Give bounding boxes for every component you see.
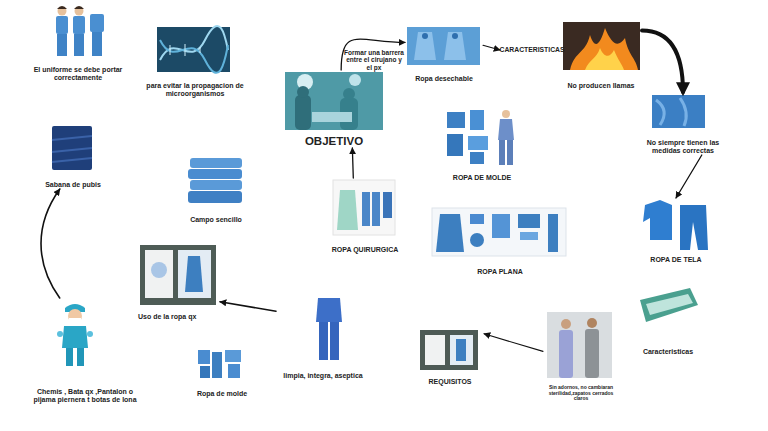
caption-node: CARACTERISTICAS (500, 43, 564, 57)
caption-node: ROPA QUIRURGICA (326, 178, 404, 254)
caption-node: REQUISITOS (416, 328, 484, 386)
node-caption: No siempre tienen las medidas correctas (636, 139, 730, 155)
node-caption: limpia, integra, aseptica (283, 372, 362, 380)
flow-arrow (41, 189, 60, 298)
caption-node: limpia, integra, aseptica (276, 294, 370, 380)
node-caption: ROPA PLANA (477, 268, 523, 276)
node-caption: Sabana de pubis (45, 181, 101, 189)
scrubs-figure (316, 298, 342, 360)
node-caption: ROPA DE TELA (650, 256, 701, 264)
caption-node: El uniforme se debe portar correctamente (28, 4, 128, 82)
node-caption: No producen llamas (568, 82, 635, 90)
caption-node: Ropa de molde (192, 346, 252, 398)
node-caption: para evitar la propagacion de microorgan… (146, 82, 244, 98)
node-caption: Uso de la ropa qx (138, 313, 196, 321)
node-caption: Ropa de molde (197, 390, 247, 398)
node-caption: OBJETIVO (305, 135, 363, 148)
node-caption: El uniforme se debe portar correctamente (28, 66, 128, 82)
flow-arrow (220, 302, 276, 311)
node-caption: Ropa desechable (415, 75, 473, 83)
caption-node: Sabana de pubis (40, 122, 106, 189)
dna-image (157, 26, 230, 73)
caption-node: Chemis , Bata qx ,Pantalon o pijama pier… (30, 298, 140, 404)
flow-arrow (642, 31, 683, 93)
flow-arrow (676, 155, 702, 198)
surgery-photo (285, 72, 383, 130)
caption-node: ROPA DE MOLDE (440, 106, 524, 182)
flow-arrow (352, 148, 354, 178)
node-caption: ROPA QUIRURGICA (332, 246, 399, 254)
flat-clothes (432, 208, 566, 256)
flow-arrow (484, 334, 543, 352)
caption-node: ROPA DE TELA (638, 198, 714, 264)
caption-node: Sin adornos, no cambiaran sterilidad,zap… (543, 310, 619, 402)
caption-node: No siempre tienen las medidas correctas (636, 92, 730, 155)
fire-image (563, 22, 640, 70)
node-caption: Sin adornos, no cambiaran sterilidad,zap… (543, 385, 619, 402)
caption-node: Campo sencillo (182, 150, 250, 224)
cloth-scrubs (643, 200, 708, 250)
caption-node: No producen llamas (560, 20, 642, 90)
caption-node: para evitar la propagacion de microorgan… (146, 26, 244, 98)
molded-clothes-small (198, 350, 241, 378)
disposable-gowns (407, 27, 480, 65)
surgical-clothes (333, 180, 395, 235)
uniform-figures (56, 6, 104, 56)
node-caption: CARACTERISTICAS (500, 46, 565, 54)
caption-node: Caracteristicas (632, 283, 704, 356)
node-caption: ROPA DE MOLDE (453, 174, 511, 182)
edge-label: Formar una barrera entre el cirujano y e… (344, 49, 404, 71)
pubis-sheet (52, 126, 92, 170)
drape-image (640, 288, 698, 322)
node-caption: Caracteristicas (643, 348, 693, 356)
fabric-image (652, 95, 705, 128)
usage-image (140, 245, 216, 305)
node-caption: REQUISITOS (428, 378, 471, 386)
folded-towels (188, 158, 242, 203)
node-caption: Campo sencillo (190, 216, 242, 224)
surgeon-figure (57, 304, 93, 366)
flow-arrow (483, 45, 500, 50)
molded-clothes (447, 110, 514, 165)
caption-node: OBJETIVO (283, 70, 385, 148)
requirements-image (420, 330, 478, 370)
caption-node: ROPA PLANA (430, 206, 570, 276)
caption-node: Ropa desechable (405, 25, 483, 83)
caption-node: Uso de la ropa qx (138, 244, 220, 321)
staff-photo (547, 312, 612, 378)
node-caption: Chemis , Bata qx ,Pantalon o pijama pier… (30, 388, 140, 404)
